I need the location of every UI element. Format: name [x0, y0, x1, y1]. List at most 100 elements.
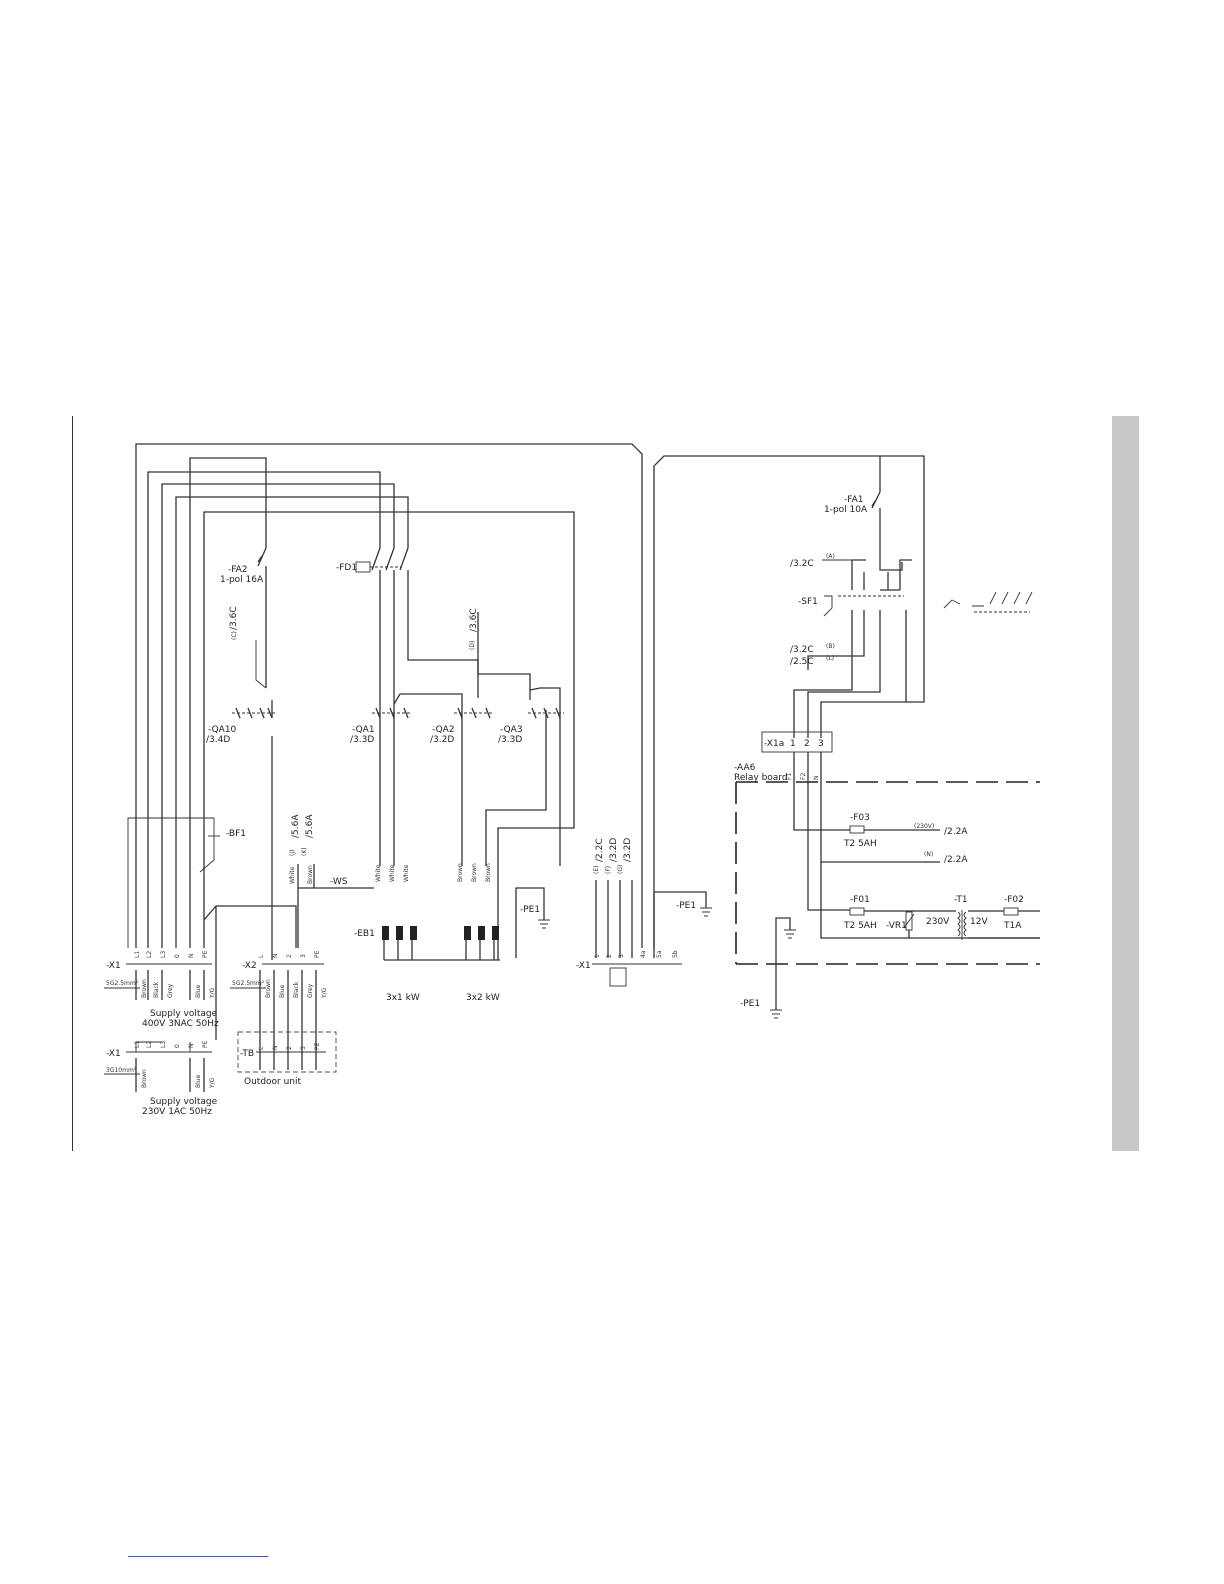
n-xref-ref: /2.2A: [944, 855, 968, 865]
x2-pin-l: L: [258, 954, 265, 958]
aa6-desc: Relay board: [734, 773, 788, 783]
fa2-ref: -FA2: [228, 565, 247, 575]
ws-xref-j-ref: /5.6A: [291, 814, 301, 838]
x1-main-pin-l1: L1: [134, 951, 141, 958]
pe1-right-ref: -PE1: [676, 901, 696, 911]
t1-secondary: 12V: [970, 917, 988, 927]
ws-wire-brown: Brown: [307, 865, 314, 884]
outdoor-unit-label: Outdoor unit: [244, 1077, 302, 1087]
eb1-ref: -EB1: [354, 929, 375, 939]
tb-pin-n: N: [272, 1046, 279, 1051]
ws-xref-j-tag: (J): [289, 850, 296, 856]
fa1-ref: -FA1: [844, 495, 863, 505]
x1r-xref-g-tag: (G): [617, 865, 624, 874]
xref-a-tag: (A): [826, 553, 835, 560]
relay-n: N: [813, 776, 820, 781]
tb-pin-l: L: [258, 1046, 265, 1050]
eb1-heater: -EB1 3x1 kW 3x2 kW White White White Bro…: [354, 863, 500, 1003]
x1a-ref: -X1a: [764, 739, 784, 749]
pe1-left: -PE1: [515, 887, 550, 958]
x1r-pin-1: 1: [594, 954, 601, 958]
f03-rating: T2 5AH: [843, 839, 877, 849]
x1a-pin-3: 3: [818, 739, 824, 749]
x1-230-color-brown: Brown: [141, 1069, 148, 1088]
x2-color-blue: Blue: [279, 984, 286, 998]
x2-color-yg: Y/G: [321, 987, 328, 999]
f02-ref: -F02: [1004, 895, 1024, 905]
x1-main-color-grey: Grey: [167, 983, 174, 998]
x1r-pin-5a: 5a: [656, 950, 663, 958]
f03-ref: -F03: [850, 813, 870, 823]
tb-pin-3: 3: [300, 1046, 307, 1050]
supply-230-title: Supply voltage: [150, 1097, 218, 1107]
qa3-ref: -QA3: [500, 725, 523, 735]
qa1-ref: -QA1: [352, 725, 375, 735]
x1-main-color-blue: Blue: [195, 984, 202, 998]
bf1-ref: -BF1: [226, 829, 246, 839]
x1-230-color-blue: Blue: [195, 1074, 202, 1088]
tb-pin-pe: PE: [314, 1042, 321, 1050]
x1-main-pin-l2: L2: [146, 951, 153, 958]
tb-ref: -TB: [240, 1049, 254, 1059]
xref-l-tag: (L): [826, 655, 834, 662]
x1a-pin-1: 1: [790, 739, 796, 749]
x1r-pin-3: 3: [618, 954, 625, 958]
aa6-relay-board: -AA6 Relay board F1 F2 N -F03 T2 5AH (23…: [734, 763, 1040, 965]
t1-primary: 230V: [926, 917, 950, 927]
fd1-protector: -FD1 (D) /3.6C: [336, 547, 561, 866]
x1-main-ref: -X1: [106, 961, 121, 971]
pe1-bottom-ref: -PE1: [740, 999, 760, 1009]
footer-link-rule: [128, 1556, 268, 1557]
x1-main-color-brown: Brown: [141, 979, 148, 998]
top-bus-wires: [135, 443, 925, 960]
xref-l-ref: /2.5C: [790, 657, 814, 667]
x1-main-cable: 5G2.5mm²: [106, 980, 139, 987]
eb1-wire-white-3: White: [403, 864, 410, 882]
x1a-pin-2: 2: [804, 739, 810, 749]
fa1-sf1: -FA1 1-pol 10A -SF1 /3.2C (A) /3.2C (B) …: [790, 491, 1033, 738]
eb1-wire-brown-1: Brown: [457, 863, 464, 882]
x1r-xref-e-tag: (E): [593, 866, 600, 874]
aa6-ref: -AA6: [734, 763, 756, 773]
qa2-ref: -QA2: [432, 725, 455, 735]
x1r-pin-4a: 4a: [640, 950, 647, 958]
fa2-breaker: -FA2 1-pol 16A (C) /3.6C: [220, 547, 267, 689]
pe1-left-ref: -PE1: [520, 905, 540, 915]
x2-pin-n: N: [272, 954, 279, 959]
x1r-xref-e-ref: /2.2C: [595, 838, 605, 862]
x1-230-strip: -X1 3G10mm² L1 L2 L3 0 N PE Brown Blue Y…: [104, 1040, 218, 1117]
fa2-xref-c-tag: (C): [231, 631, 238, 640]
ws-ref: -WS: [330, 877, 348, 887]
eb1-wire-white-1: White: [375, 864, 382, 882]
x1-main-strip: -X1 5G2.5mm² L1 L2 L3 0 N PE Brown Black…: [104, 950, 219, 1029]
t1-ref: -T1: [954, 895, 968, 905]
supply-400-spec: 400V 3NAC 50Hz: [142, 1019, 219, 1029]
x1-230-pin-n: N: [188, 1044, 195, 1049]
page-side-bar: [1112, 416, 1139, 1151]
ws-xref-k-tag: (K): [301, 847, 308, 856]
qa3-xref: /3.3D: [498, 735, 522, 745]
x1r-xref-f-ref: /3.2D: [609, 838, 619, 862]
f03-xref-230v-tag: (230V): [914, 823, 934, 830]
x2-color-brown: Brown: [265, 979, 272, 998]
x1-230-pin-l1: L1: [134, 1041, 141, 1048]
n-xref-tag: (N): [924, 851, 933, 858]
x2-pin-3: 3: [300, 954, 307, 958]
relay-f1: F1: [786, 773, 793, 780]
ws-xref-k-ref: /5.6A: [305, 814, 315, 838]
eb1-wire-white-2: White: [389, 864, 396, 882]
fa1-desc: 1-pol 10A: [824, 505, 868, 515]
bf1-ws-area: -BF1 -WS White Brown (J) (K) /5.6A /5.6A: [127, 814, 374, 1040]
x1-right-strip: -X1 1 2 3 4a 5a 5b: [576, 950, 682, 971]
pe1-bottom: -PE1: [740, 964, 782, 1019]
x1a-connector: -X1a 1 2 3: [761, 731, 1040, 939]
qa2-xref: /3.2D: [430, 735, 454, 745]
x1r-xref-g-ref: /3.2D: [623, 838, 633, 862]
eb1-wire-brown-3: Brown: [485, 863, 492, 882]
fa2-desc: 1-pol 16A: [220, 575, 264, 585]
qa1-xref: /3.3D: [350, 735, 374, 745]
x2-color-black: Black: [293, 981, 300, 998]
x2-cable: 5G2.5mm²: [232, 980, 265, 987]
qa-xref-d-ref: /3.6C: [469, 608, 479, 632]
